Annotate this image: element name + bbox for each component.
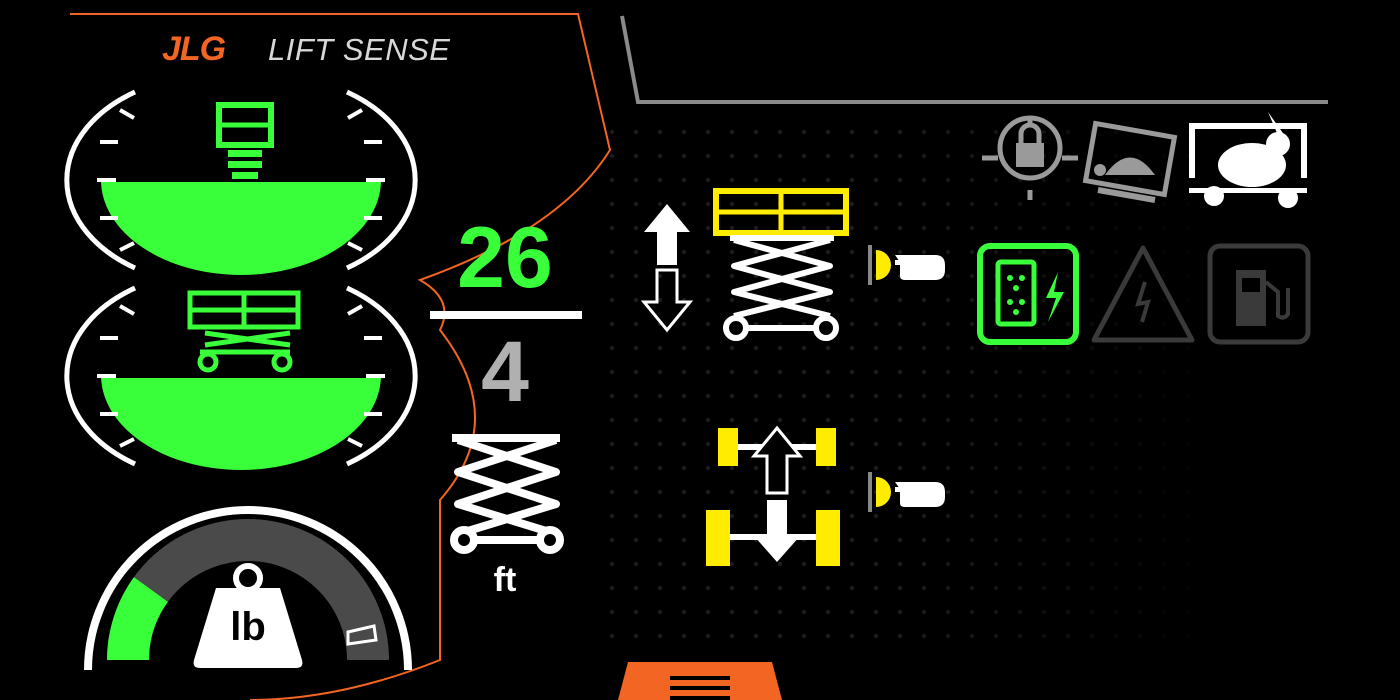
height-divider bbox=[430, 311, 582, 319]
dotted-background bbox=[600, 120, 1220, 640]
power-outlet-charge-icon bbox=[977, 243, 1079, 345]
hand-press-icon bbox=[868, 245, 945, 285]
drive-mode-turtle[interactable] bbox=[1082, 120, 1178, 203]
rabbit-icon bbox=[1188, 112, 1312, 208]
scissor-stack-icon bbox=[450, 434, 564, 554]
status-charging bbox=[977, 243, 1079, 345]
height-limit-value: 4 bbox=[481, 324, 529, 420]
level-indicator-side bbox=[64, 285, 418, 470]
top-right-frame bbox=[620, 15, 1328, 104]
level-indicator-front bbox=[64, 89, 418, 275]
fuel-pump-icon bbox=[1207, 243, 1311, 345]
lift-function-control[interactable] bbox=[640, 188, 945, 341]
current-height-value: 26 bbox=[457, 210, 553, 306]
weight-icon bbox=[193, 563, 303, 668]
menu-icon bbox=[670, 676, 730, 700]
height-unit: ft bbox=[493, 561, 517, 599]
lift-up-down-icon bbox=[640, 204, 694, 333]
scissor-lift-front-icon bbox=[216, 102, 274, 179]
product-name: LIFT SENSE bbox=[268, 32, 451, 67]
brand-logo: JLG bbox=[162, 30, 226, 68]
turtle-icon bbox=[1082, 120, 1178, 203]
warning-triangle-icon bbox=[1091, 245, 1195, 343]
lock-icon bbox=[982, 115, 1078, 200]
drive-mode-lockout[interactable] bbox=[982, 115, 1078, 200]
left-panel-frame bbox=[70, 13, 612, 700]
menu-button[interactable] bbox=[618, 662, 782, 700]
drive-function-control[interactable] bbox=[706, 425, 945, 566]
status-tilt-alarm bbox=[1091, 245, 1195, 343]
drive-icon bbox=[706, 425, 840, 566]
drive-mode-rabbit[interactable] bbox=[1188, 112, 1312, 208]
load-gauge bbox=[84, 506, 412, 671]
scissor-lift-selected-icon bbox=[713, 188, 849, 341]
hand-press-icon bbox=[868, 472, 945, 512]
scissor-lift-side-icon bbox=[187, 290, 301, 373]
load-unit-label: lb bbox=[230, 605, 266, 649]
status-fuel bbox=[1207, 243, 1311, 345]
